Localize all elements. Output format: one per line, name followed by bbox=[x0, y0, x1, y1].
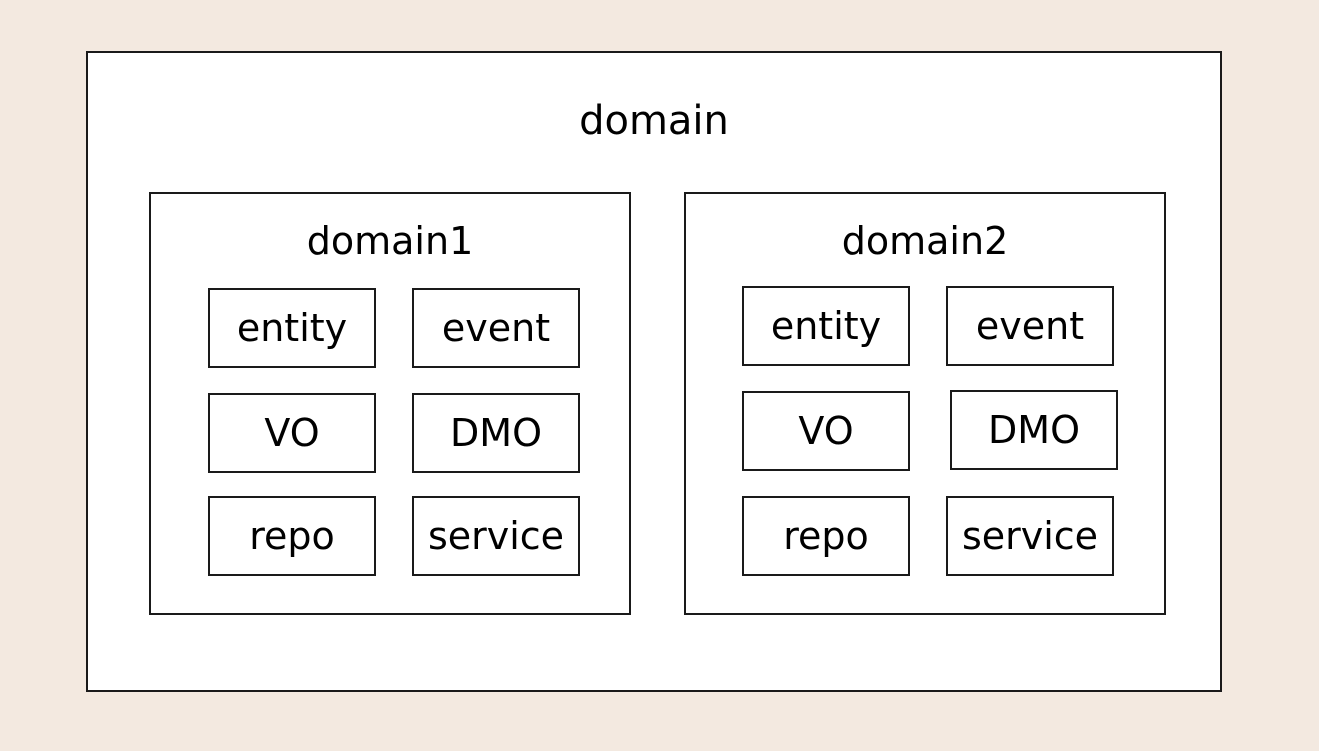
domain2-service-box: service bbox=[946, 496, 1114, 576]
domain1-entity-label: entity bbox=[236, 306, 348, 350]
domain1-entity-box: entity bbox=[208, 288, 376, 368]
domain1-event-box: event bbox=[412, 288, 580, 368]
domain2-title: domain2 bbox=[841, 219, 1009, 263]
domain1-dmo-label: DMO bbox=[450, 411, 542, 455]
domain2-event-label: event bbox=[975, 304, 1085, 348]
domain2-entity-label: entity bbox=[770, 304, 882, 348]
domain2-event-box: event bbox=[946, 286, 1114, 366]
domain1-event-label: event bbox=[441, 306, 551, 350]
domain1-vo-box: VO bbox=[208, 393, 376, 473]
domain-title: domain bbox=[579, 98, 729, 144]
domain1-repo-box: repo bbox=[208, 496, 376, 576]
domain2-dmo-box: DMO bbox=[950, 390, 1118, 470]
domain2-repo-box: repo bbox=[742, 496, 910, 576]
domain2-service-label: service bbox=[961, 514, 1099, 558]
domain1-repo-label: repo bbox=[249, 514, 335, 558]
domain2-dmo-label: DMO bbox=[988, 408, 1080, 452]
domain1-title: domain1 bbox=[306, 219, 474, 263]
domain2-entity-box: entity bbox=[742, 286, 910, 366]
domain1-vo-label: VO bbox=[264, 411, 320, 455]
domain2-vo-box: VO bbox=[742, 391, 910, 471]
domain1-service-label: service bbox=[427, 514, 565, 558]
domain1-service-box: service bbox=[412, 496, 580, 576]
domain2-vo-label: VO bbox=[798, 409, 854, 453]
domain1-dmo-box: DMO bbox=[412, 393, 580, 473]
domain2-repo-label: repo bbox=[783, 514, 869, 558]
